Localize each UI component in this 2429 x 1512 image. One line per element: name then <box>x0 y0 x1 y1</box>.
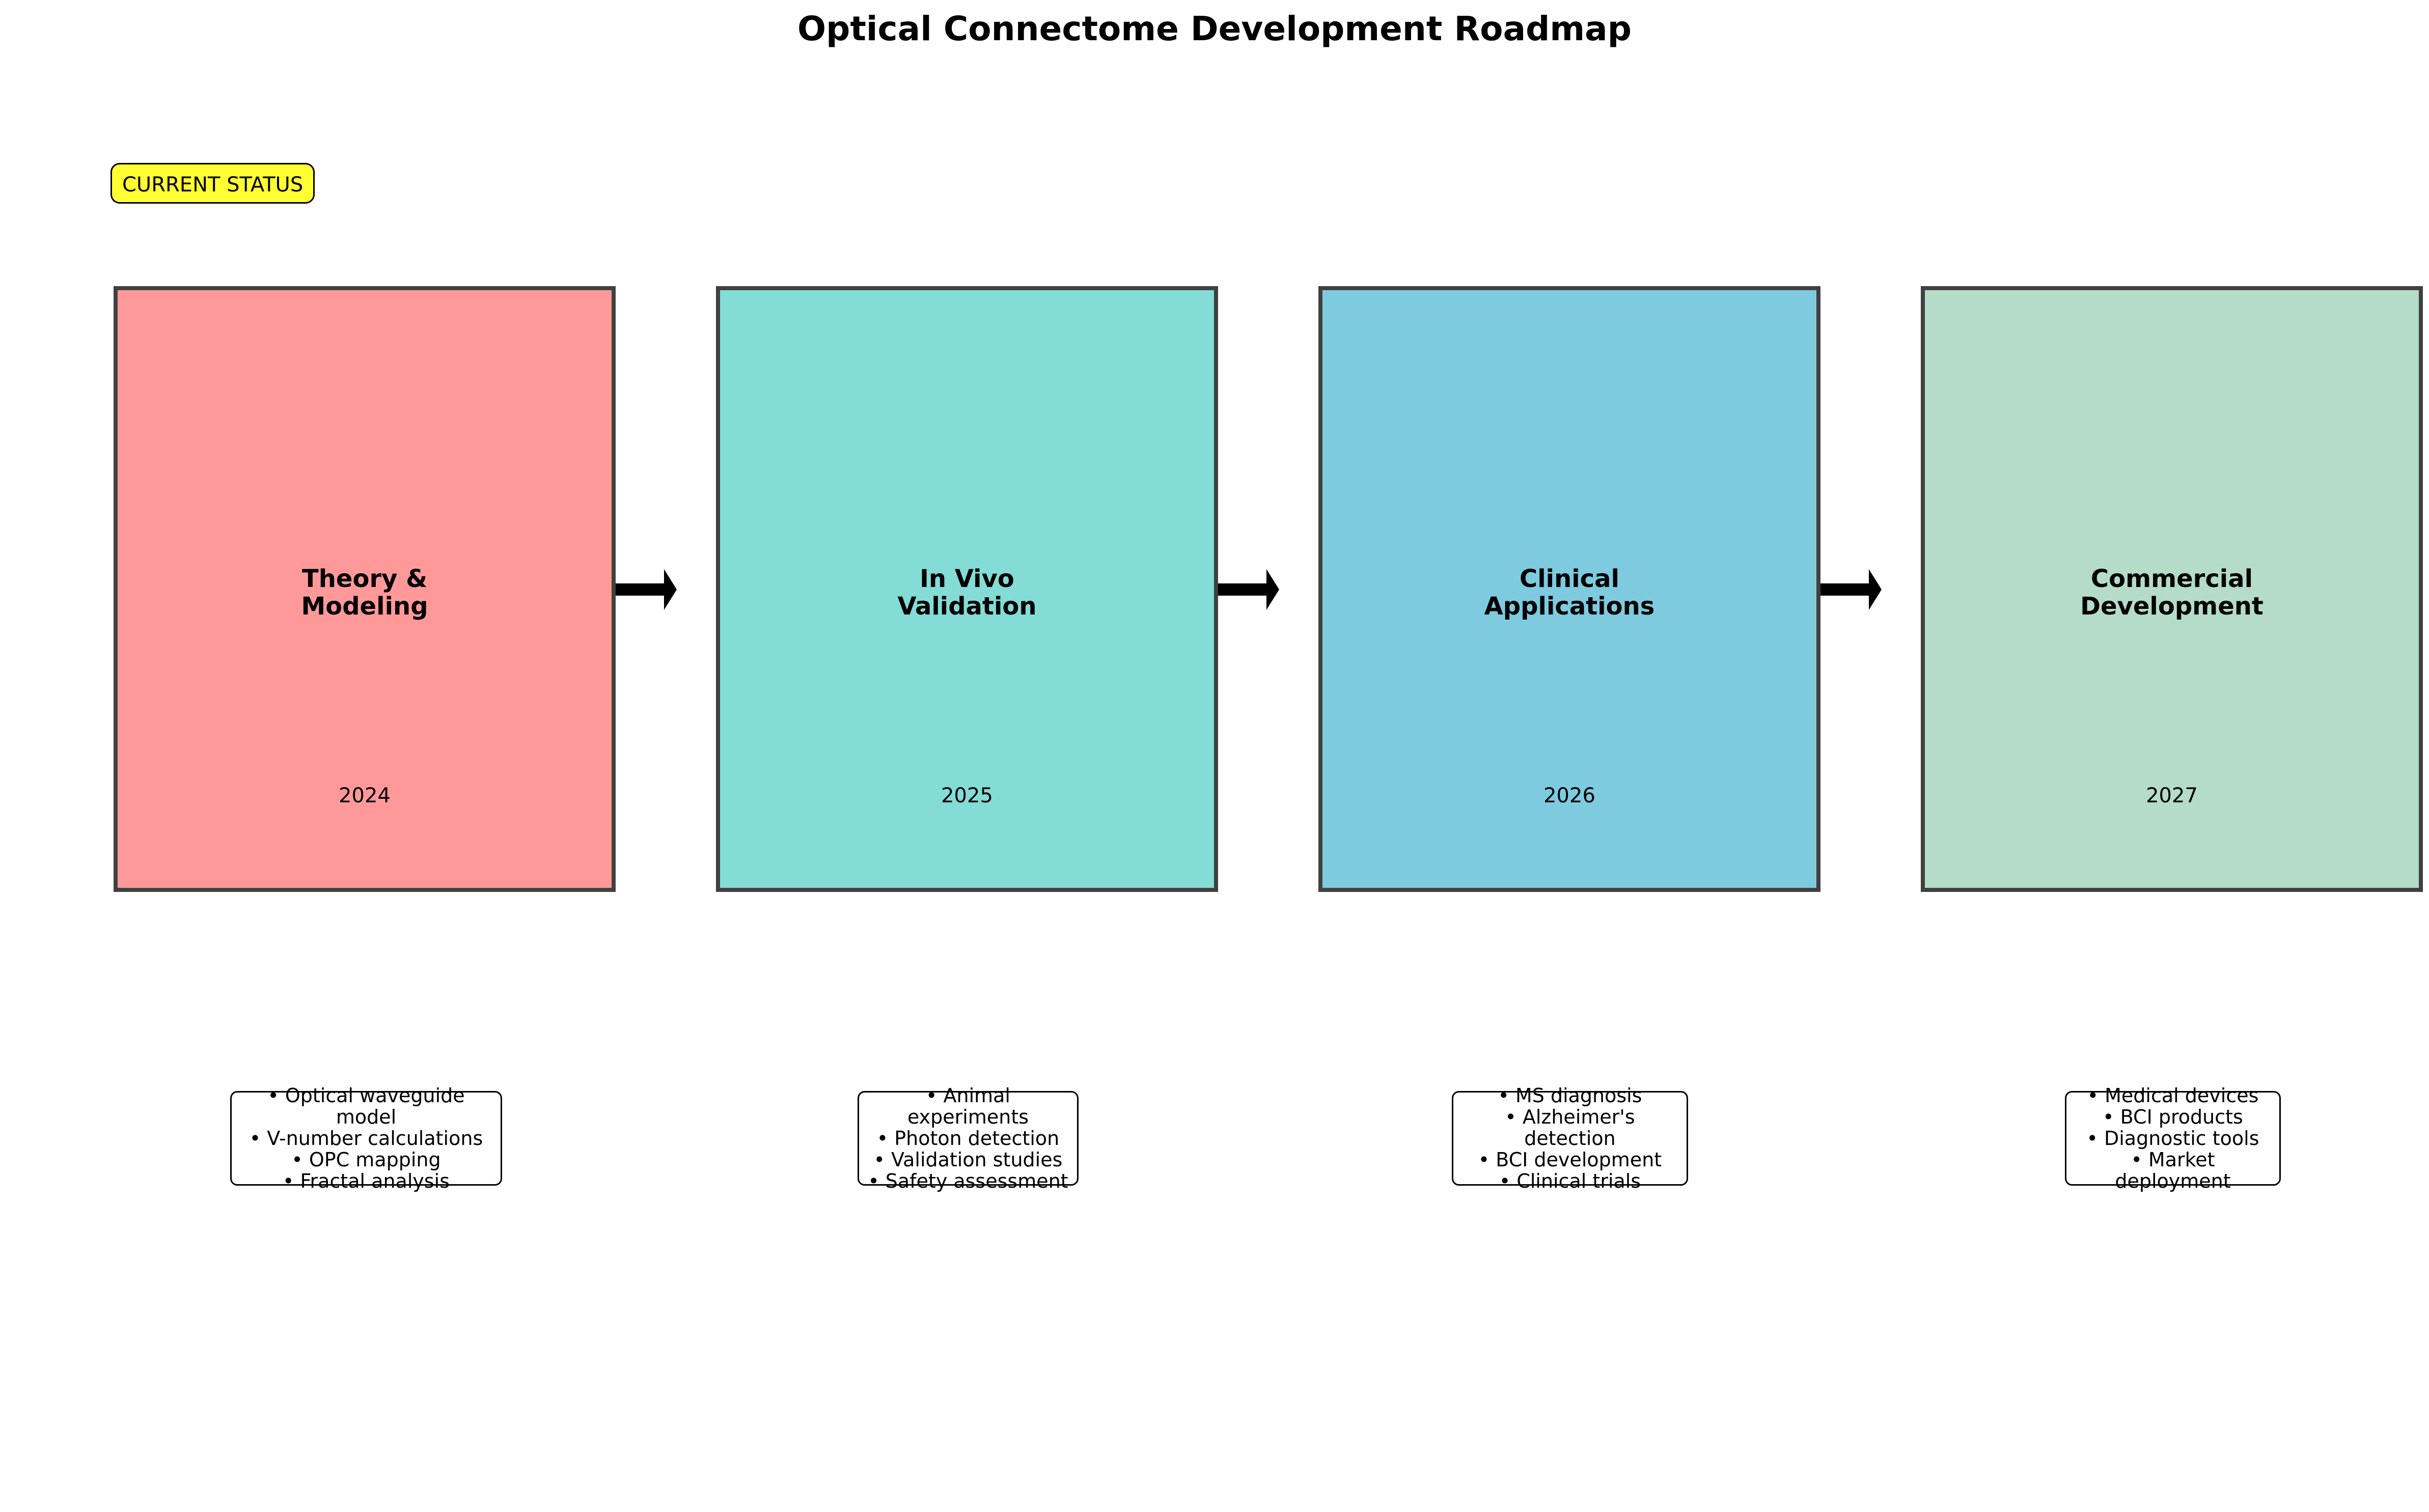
arrow-right-icon <box>616 569 677 610</box>
stage-year: 2026 <box>1543 784 1595 807</box>
stage-title: In Vivo Validation <box>897 565 1037 621</box>
stage-box-clinical-applications: Clinical Applications 2026 <box>1318 286 1820 892</box>
stage-year: 2024 <box>339 784 391 807</box>
stage-box-in-vivo-validation: In Vivo Validation 2025 <box>716 286 1218 892</box>
details-box-in-vivo-validation: • Animal experiments • Photon detection … <box>858 1085 1079 1192</box>
stage-title: Clinical Applications <box>1484 565 1655 621</box>
details-box-commercial-development: • Medical devices • BCI products • Diagn… <box>2065 1085 2281 1192</box>
stage-title: Theory & Modeling <box>301 565 428 621</box>
stage-box-theory-modeling: Theory & Modeling 2024 <box>114 286 616 892</box>
page-title: Optical Connectome Development Roadmap <box>797 9 1632 48</box>
stage-title: Commercial Development <box>2080 565 2264 621</box>
stage-year: 2027 <box>2146 784 2198 807</box>
details-box-clinical-applications: • MS diagnosis • Alzheimer's detection •… <box>1452 1085 1688 1192</box>
details-box-theory-modeling: • Optical waveguide model • V-number cal… <box>230 1085 502 1192</box>
current-status-badge: CURRENT STATUS <box>111 163 315 204</box>
arrow-right-icon <box>1820 569 1882 610</box>
stage-box-commercial-development: Commercial Development 2027 <box>1921 286 2423 892</box>
stage-year: 2025 <box>941 784 993 807</box>
arrow-right-icon <box>1218 569 1279 610</box>
